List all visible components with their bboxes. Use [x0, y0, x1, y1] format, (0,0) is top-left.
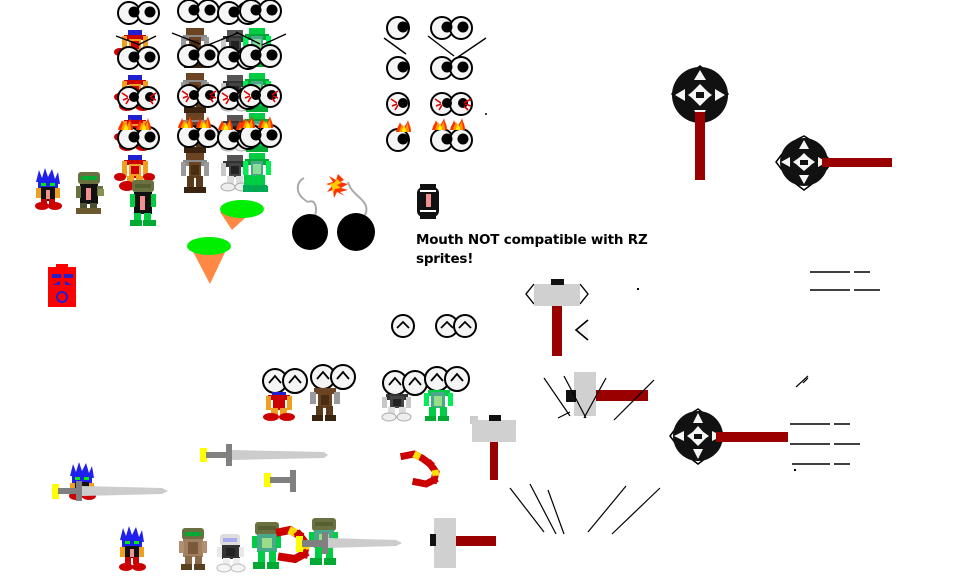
mace-right-upper	[774, 134, 904, 196]
char-brown-closed	[310, 364, 356, 421]
motion-lines-diagonal-b	[542, 372, 662, 430]
whip-curled	[399, 450, 460, 492]
mace-right-lower	[666, 406, 796, 474]
closed-eye-pair	[435, 314, 477, 338]
char-blue-hair-bottom	[119, 526, 146, 571]
mouth-red-face	[46, 264, 80, 310]
eye-pair-bloodshot	[430, 92, 473, 116]
sword-held-long	[52, 481, 168, 501]
eye-single-angry	[383, 37, 410, 80]
mouth-warning-note: Mouth NOT compatible with RZ sprites!	[416, 232, 648, 267]
carrot-upper	[220, 200, 264, 230]
carrot-lower	[187, 237, 231, 284]
motion-lines-right-lower	[788, 418, 928, 478]
eye-pair-flaming	[430, 118, 473, 152]
closed-eye-single	[391, 314, 415, 338]
char-green-sword	[296, 518, 402, 565]
eye-single-bloodshot	[386, 92, 410, 116]
sword-long	[196, 442, 336, 472]
bomb-group	[288, 172, 388, 252]
eye-pair-normal	[430, 16, 473, 40]
stray-dot	[637, 288, 641, 292]
grid-cell-red-angry	[114, 35, 160, 111]
mace-down	[666, 62, 746, 192]
motion-lines-right-upper	[808, 264, 938, 304]
bomb-lit	[326, 174, 375, 251]
grid-cell-brown-flaming	[177, 116, 220, 193]
bottom-characters	[110, 508, 410, 579]
char-gray-closed	[381, 370, 428, 422]
char-blue-sword	[44, 458, 174, 514]
eye-single-normal	[386, 16, 410, 40]
hammer-vertical-mid	[472, 412, 522, 482]
body-torso-small	[416, 184, 442, 220]
eye-variants-panel	[382, 12, 492, 172]
body-green-helmet	[130, 180, 156, 226]
char-green-closed	[424, 366, 470, 421]
body-olive-helmet	[76, 172, 104, 214]
hammer-horizontal	[430, 512, 500, 572]
bomb-unlit	[292, 177, 328, 250]
headless-bodies-group	[30, 168, 170, 228]
closed-eye-characters	[258, 362, 478, 424]
eye-body-grid	[110, 0, 290, 193]
closed-eye-panel	[388, 310, 478, 344]
eye-pair-angry	[427, 35, 487, 80]
motion-tick-small	[794, 374, 818, 390]
sword-short	[262, 468, 322, 496]
body-blue-hair	[35, 168, 62, 210]
hammer-up-left	[522, 276, 602, 361]
green-boots-fragment	[243, 175, 269, 197]
char-red-closed	[262, 368, 308, 421]
arrow-left-small	[574, 318, 594, 342]
motion-lines-diagonal-a	[508, 476, 668, 546]
eye-single-flaming	[386, 120, 411, 152]
char-white-bottom	[216, 534, 246, 573]
grid-cell-green-angry	[235, 31, 287, 112]
grid-cell-brown-angry	[171, 32, 239, 113]
carrot-group	[184, 196, 274, 286]
sword-attached	[296, 532, 402, 554]
char-brown-bottom	[179, 528, 207, 570]
